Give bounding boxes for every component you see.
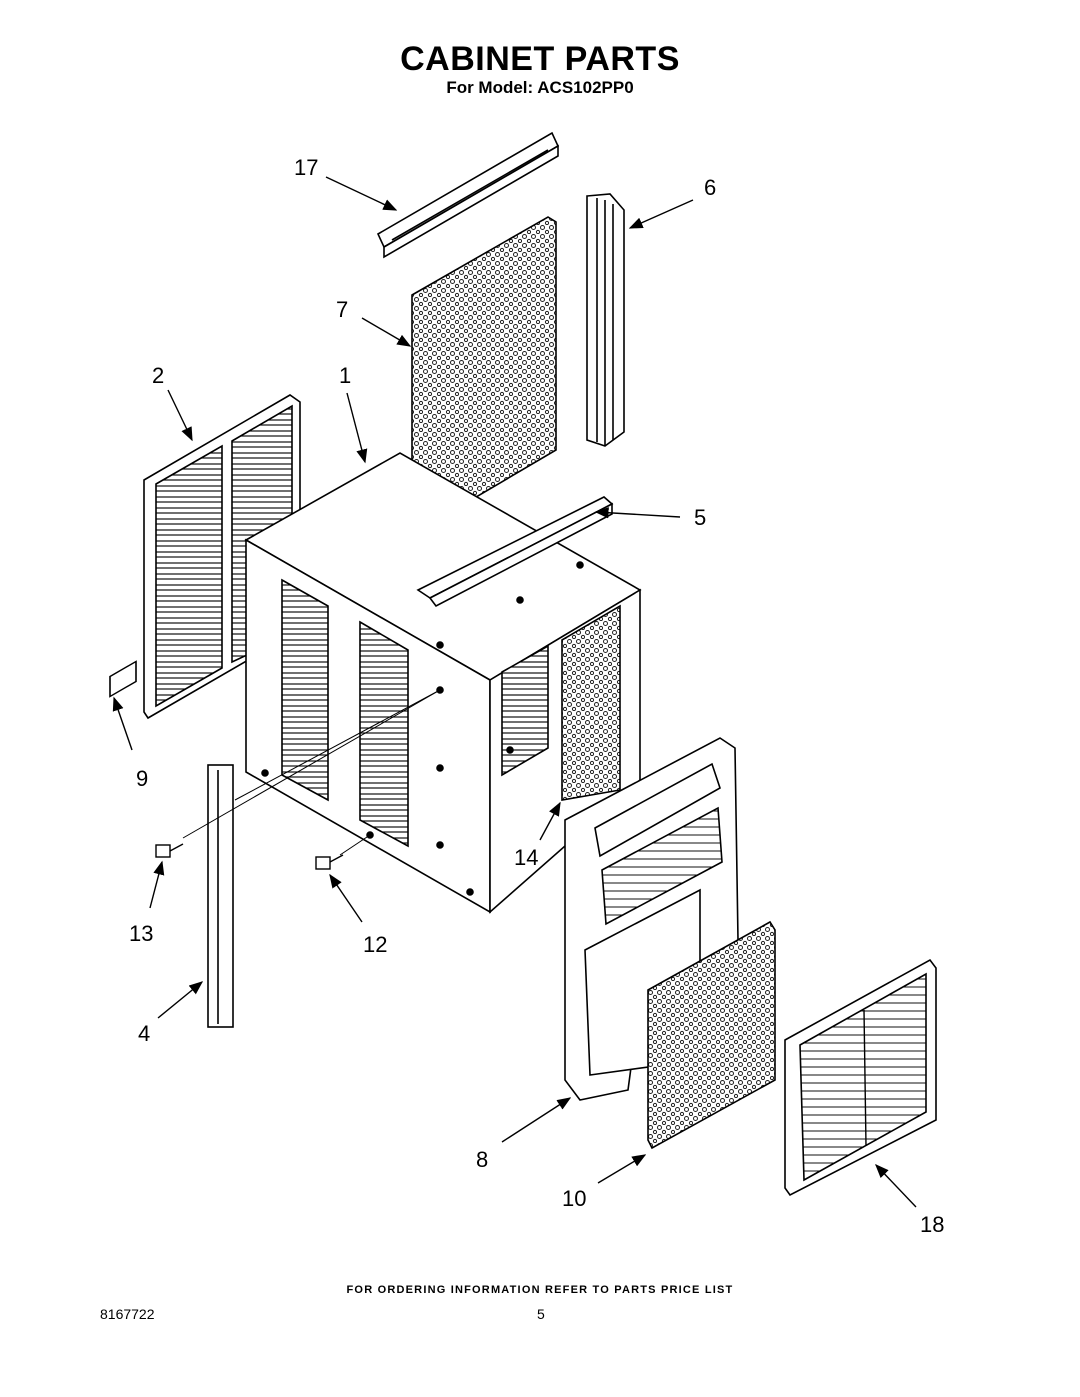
page-number: 5: [537, 1306, 545, 1322]
leader-line: [234, 689, 441, 801]
callout-7: 7: [336, 297, 348, 322]
leader-line: [339, 834, 371, 856]
screw-part-12: [315, 854, 344, 870]
callout-4: 4: [138, 1021, 150, 1046]
callout-leaders: [112, 176, 917, 1208]
screw-part-13: [155, 843, 184, 858]
model-subtitle: For Model: ACS102PP0: [446, 78, 634, 97]
document-number: 8167722: [100, 1306, 155, 1322]
callout-8: 8: [476, 1147, 488, 1172]
callout-6: 6: [704, 175, 716, 200]
label-part-9: [109, 660, 137, 698]
page-title: CABINET PARTS: [400, 40, 680, 78]
side-rail-part-6: [586, 193, 625, 447]
side-post-part-4: [207, 764, 234, 1028]
leader-line: [182, 689, 441, 839]
callout-13: 13: [129, 921, 153, 946]
callout-14: 14: [514, 845, 538, 870]
callout-1: 1: [339, 363, 351, 388]
callout-10: 10: [562, 1186, 586, 1211]
cabinet-part-1: [244, 452, 642, 914]
front-panel-part-8: [564, 737, 739, 1101]
callout-17: 17: [294, 155, 318, 180]
callout-12: 12: [363, 932, 387, 957]
channel-part-5: [416, 496, 614, 608]
callout-2: 2: [152, 363, 164, 388]
ordering-note: FOR ORDERING INFORMATION REFER TO PARTS …: [346, 1284, 734, 1296]
callout-9: 9: [136, 766, 148, 791]
callout-18: 18: [920, 1212, 944, 1237]
front-grille-part-18: [784, 958, 937, 1197]
callout-5: 5: [694, 505, 706, 530]
front-filter-part-10: [647, 920, 776, 1150]
top-rail-part-17: [376, 131, 560, 259]
